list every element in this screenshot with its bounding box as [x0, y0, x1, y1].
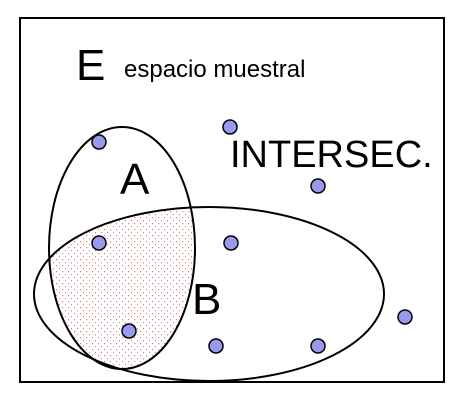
intersection-region — [49, 207, 195, 369]
sample-point — [310, 178, 326, 194]
sample-space-label: espacio muestral — [124, 56, 305, 83]
sample-point — [222, 119, 238, 135]
intersection-label: INTERSEC. — [230, 134, 433, 176]
sample-point — [223, 235, 239, 251]
sample-point — [310, 338, 326, 354]
sample-point — [121, 323, 137, 339]
sample-space-rectangle — [19, 17, 445, 383]
set-a-label: A — [120, 155, 150, 204]
sample-points — [91, 119, 413, 354]
sample-space-letter: E — [76, 41, 105, 90]
sample-point — [91, 134, 107, 150]
sample-point — [208, 338, 224, 354]
sample-point — [397, 309, 413, 325]
set-b-label: B — [192, 275, 221, 324]
sample-point — [91, 235, 107, 251]
set-b-ellipse — [33, 206, 385, 382]
